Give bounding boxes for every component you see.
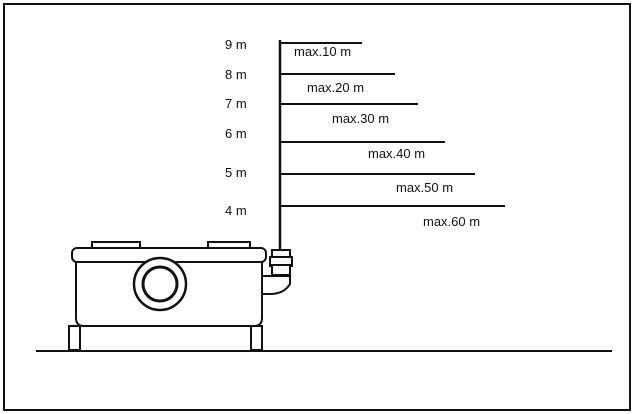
height-label-5m: 5 m [225,165,247,180]
macerator-pump-icon [68,241,293,351]
height-label-4m: 4 m [225,203,247,218]
distance-label-40m: max.40 m [368,146,425,161]
height-label-9m: 9 m [225,37,247,52]
distance-label-50m: max.50 m [396,180,453,195]
distance-label-60m: max.60 m [423,214,480,229]
height-label-6m: 6 m [225,126,247,141]
distance-label-20m: max.20 m [307,80,364,95]
distance-label-10m: max.10 m [294,44,351,59]
height-label-7m: 7 m [225,96,247,111]
distance-label-30m: max.30 m [332,111,389,126]
height-label-8m: 8 m [225,67,247,82]
